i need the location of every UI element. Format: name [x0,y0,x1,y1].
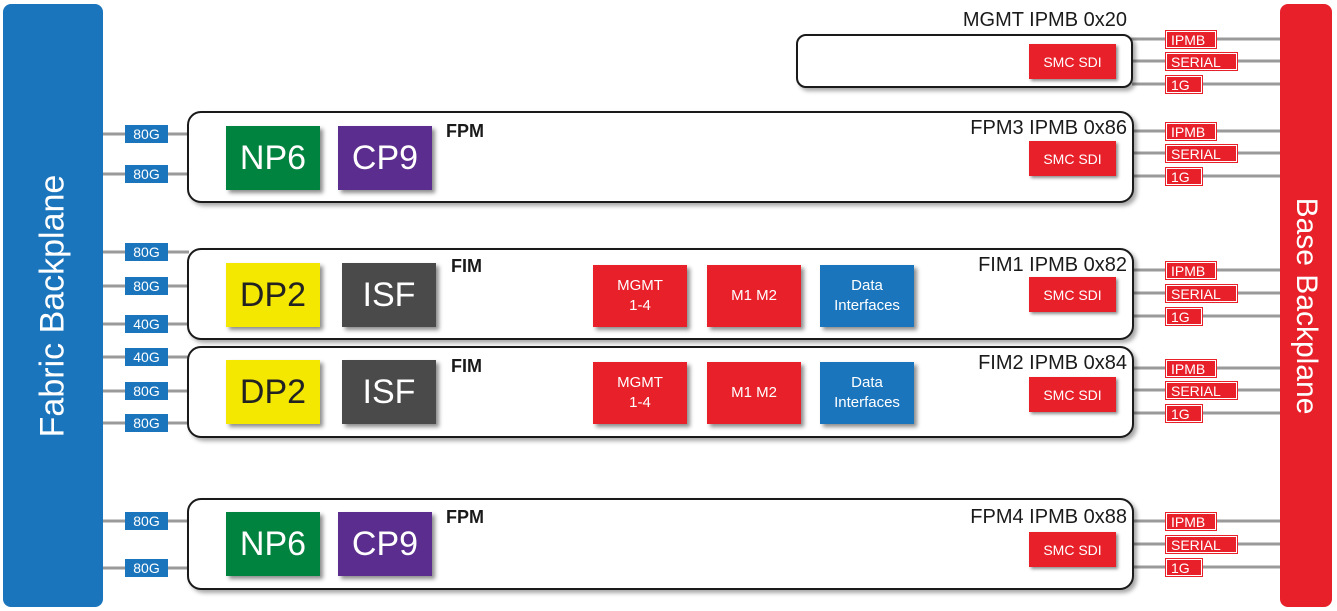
fpm3-title: FPM3 IPMB 0x86 [970,117,1127,139]
serial-port: SERIAL [1165,144,1238,163]
fim1-kind: FIM [451,256,482,276]
fabric-port: 40G [125,315,168,333]
serial-port: SERIAL [1165,52,1238,71]
data-interfaces-chip: Data Interfaces [820,265,914,327]
1g-port: 1G [1165,307,1203,326]
ipmb-port: IPMB [1165,261,1217,280]
isf-chip: ISF [342,263,436,327]
np6-chip: NP6 [226,126,320,190]
data-interfaces-chip: Data Interfaces [820,362,914,424]
fpm4-title: FPM4 IPMB 0x88 [970,506,1127,528]
fabric-port: 40G [125,348,168,366]
fabric-port: 80G [125,512,168,530]
serial-port: SERIAL [1165,535,1238,554]
m1-m2-chip: M1 M2 [707,265,801,327]
fabric-port: 80G [125,414,168,432]
ipmb-port: IPMB [1165,122,1217,141]
mgmt-ports-chip: MGMT 1-4 [593,362,687,424]
fabric-backplane: Fabric Backplane [3,4,103,607]
base-backplane-label: Base Backplane [1290,197,1323,414]
cp9-chip: CP9 [338,126,432,190]
fim1-smc-sdi: SMC SDI [1029,277,1116,312]
1g-port: 1G [1165,75,1203,94]
ipmb-port: IPMB [1165,512,1217,531]
mgmt-title: MGMT IPMB 0x20 [962,9,1127,31]
ipmb-port: IPMB [1165,30,1217,49]
mgmt-smc-sdi: SMC SDI [1029,44,1116,79]
isf-chip: ISF [342,360,436,424]
cp9-chip: CP9 [338,512,432,576]
np6-chip: NP6 [226,512,320,576]
fabric-port: 80G [125,165,168,183]
fpm3-smc-sdi: SMC SDI [1029,141,1116,176]
fim2-title: FIM2 IPMB 0x84 [978,352,1127,374]
ipmb-port: IPMB [1165,359,1217,378]
fabric-port: 80G [125,243,168,261]
fabric-port: 80G [125,125,168,143]
fim2-smc-sdi: SMC SDI [1029,377,1116,412]
base-backplane: Base Backplane [1280,4,1332,607]
serial-port: SERIAL [1165,381,1238,400]
dp2-chip: DP2 [226,360,320,424]
fabric-port: 80G [125,559,168,577]
fim1-title: FIM1 IPMB 0x82 [978,254,1127,276]
m1-m2-chip: M1 M2 [707,362,801,424]
fabric-port: 80G [125,382,168,400]
1g-port: 1G [1165,404,1203,423]
fpm3-kind: FPM [446,121,484,141]
mgmt-ports-chip: MGMT 1-4 [593,265,687,327]
1g-port: 1G [1165,558,1203,577]
fpm4-smc-sdi: SMC SDI [1029,532,1116,567]
fpm4-kind: FPM [446,507,484,527]
serial-port: SERIAL [1165,284,1238,303]
fim2-kind: FIM [451,356,482,376]
dp2-chip: DP2 [226,263,320,327]
fabric-backplane-label: Fabric Backplane [33,174,72,437]
1g-port: 1G [1165,167,1203,186]
fabric-port: 80G [125,277,168,295]
